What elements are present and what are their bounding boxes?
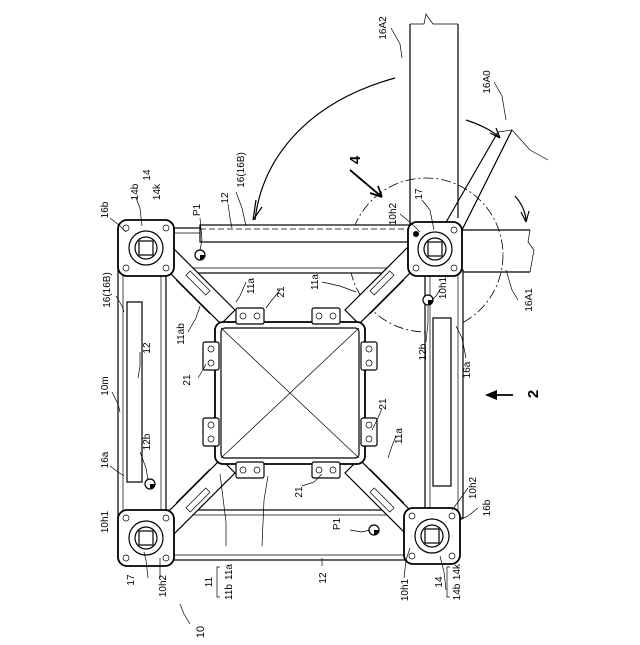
corner-hub-bottom-left — [118, 510, 174, 566]
label-11a-right: 11a — [310, 274, 321, 290]
label-12b-left: 12b — [142, 433, 153, 450]
label-4: 4 — [347, 155, 364, 164]
label-P1-bot: P1 — [332, 517, 343, 530]
detail-4-arrow — [350, 170, 382, 197]
label-21-right: 21 — [378, 398, 389, 410]
label-17-tr: 17 — [414, 188, 425, 200]
label-10h1-bl: 10h1 — [100, 510, 111, 533]
direction-arrow-2 — [485, 390, 513, 400]
label-16-16B-top: 16(16B) — [236, 152, 247, 188]
label-16A2: 16A2 — [378, 16, 389, 40]
label-11-bot: 11 — [204, 576, 215, 587]
label-10m: 10m — [100, 376, 111, 395]
corner-hub-top-right — [408, 222, 462, 276]
label-14b-tl: 14b — [130, 183, 141, 200]
label-16A1: 16A1 — [524, 288, 535, 312]
label-12-left: 12 — [142, 342, 153, 354]
label-11b-bot: 11b — [224, 584, 235, 600]
label-16b-tl: 16b — [100, 201, 111, 218]
label-10h1-br: 10h1 — [400, 578, 411, 601]
label-10h1-tr: 10h1 — [438, 276, 449, 299]
label-14k-br: 14k — [452, 563, 463, 580]
label-12-bot: 12 — [318, 572, 329, 584]
label-11ab: 11ab — [176, 323, 187, 345]
central-box — [215, 322, 365, 464]
label-21-left: 21 — [182, 374, 193, 386]
left-beam-16B — [118, 258, 166, 520]
label-12-top: 12 — [220, 192, 231, 204]
label-10h2-br: 10h2 — [468, 476, 479, 499]
label-16b-br: 16b — [482, 499, 493, 516]
label-16a-left: 16a — [100, 451, 111, 468]
corner-hub-bottom-right — [404, 508, 460, 564]
label-10h2-tr: 10h2 — [388, 202, 399, 225]
label-16a-right: 16a — [462, 361, 473, 378]
label-2: 2 — [525, 390, 542, 398]
label-12b-right: 12b — [418, 343, 429, 360]
label-21-top: 21 — [276, 286, 287, 298]
label-P1-top: P1 — [192, 203, 203, 216]
label-14b-br: 14b — [452, 583, 463, 600]
corner-hub-top-left — [118, 220, 174, 276]
label-10h2-bl: 10h2 — [158, 574, 169, 597]
label-11a-top: 11a — [246, 278, 257, 294]
label-10: 10 — [195, 626, 207, 638]
label-14-br: 14 — [434, 576, 445, 588]
label-16-16B-left: 16(16B) — [102, 272, 113, 308]
label-17-bl: 17 — [126, 574, 137, 586]
label-14-tl: 14 — [142, 169, 153, 181]
label-11a-mid: 11a — [394, 428, 405, 444]
arm-16A2-position — [410, 14, 458, 235]
label-16A0: 16A0 — [482, 70, 493, 94]
label-21-bottom: 21 — [294, 486, 305, 498]
right-beam — [425, 270, 463, 518]
rotation-arrow-large — [255, 78, 395, 220]
label-14k-tl: 14k — [152, 183, 163, 200]
label-11a-bot: 11a — [224, 564, 235, 580]
